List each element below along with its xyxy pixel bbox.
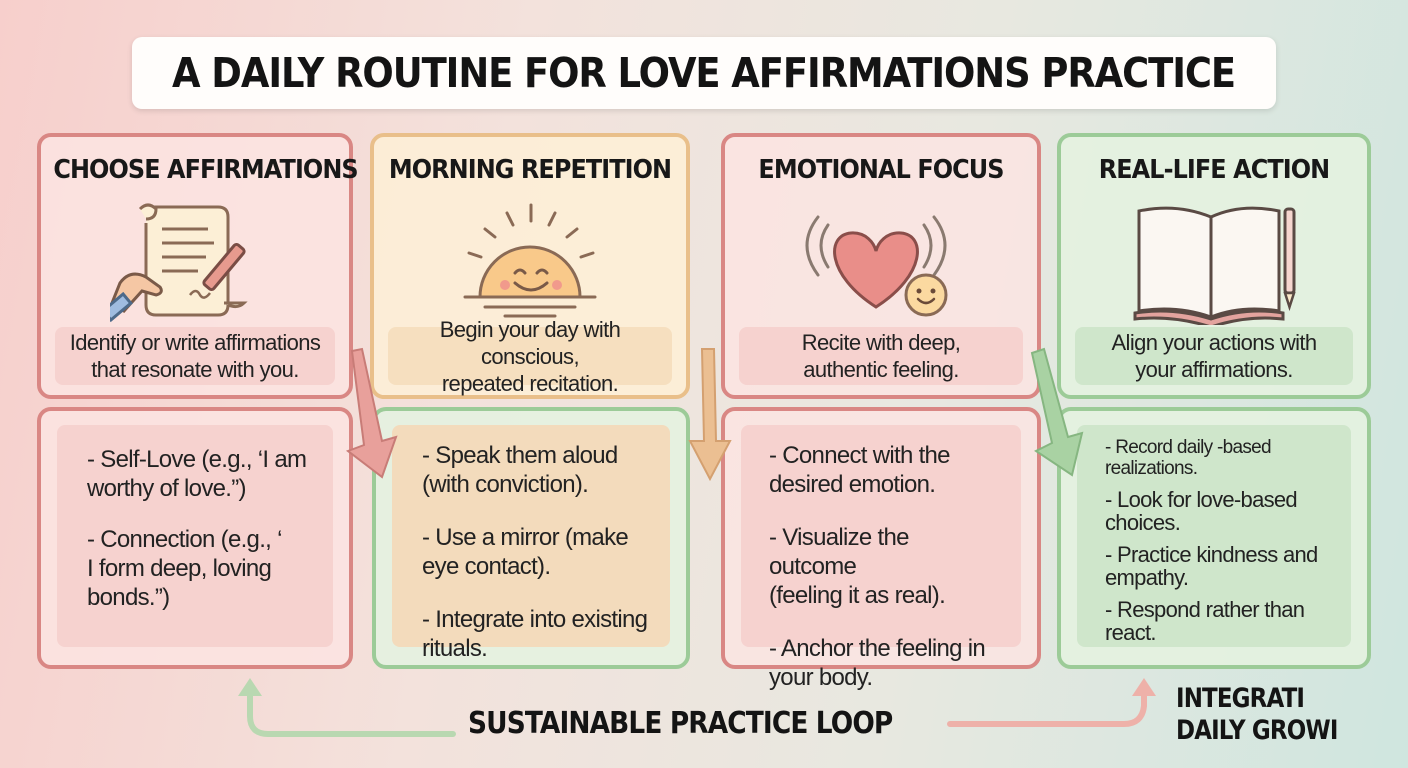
list-item: - Look for love-based choices. (1105, 487, 1298, 535)
flow-arrow-icon (688, 348, 732, 482)
step-description: Align your actions with your affirmation… (1075, 327, 1353, 385)
loop-caption: SUSTAINABLE PRACTICE LOOP (468, 706, 893, 741)
step-description: Recite with deep, authentic feeling. (739, 327, 1023, 385)
step-heading: MORNING REPETITION (388, 155, 672, 185)
step-card-choose-affirmations: CHOOSE AFFIRMATIONS Identify or write af… (37, 133, 359, 399)
list-item: - Record daily -based realizations. (1105, 437, 1272, 479)
step-card-emotional-focus: EMOTIONAL FOCUS Recite with deep, authen… (721, 133, 1041, 399)
list-item: - Anchor the feeling in your body. (769, 635, 986, 691)
flow-arrow-icon (345, 347, 398, 479)
list-item: - Visualize the outcome (feeling it as r… (769, 524, 946, 609)
step-card-real-life-action: REAL-LIFE ACTION Align your actions with… (1057, 133, 1371, 399)
loop-arrow-icon (238, 678, 1156, 737)
list-item: - Use a mirror (make eye contact). (422, 524, 629, 580)
list-item: - Connect with the desired emotion. (769, 442, 951, 498)
step-description: Identify or write affirmations that reso… (55, 327, 335, 385)
heart-smiley-icon (805, 215, 948, 317)
sunrise-icon (463, 203, 597, 318)
list-item: - Respond rather than react. (1105, 597, 1305, 645)
open-journal-icon (1133, 206, 1296, 325)
step-card-morning-repetition: MORNING REPETITION Begin your day with c… (370, 133, 690, 399)
title-banner: A DAILY ROUTINE FOR LOVE AFFIRMATIONS PR… (132, 37, 1276, 109)
scroll-pen-icon (110, 203, 248, 323)
detail-box-real-life-action: - Record daily -based realizations. - Lo… (1057, 407, 1371, 669)
detail-box-choose-affirmations: - Self-Love (e.g., ‘I am worthy of love.… (37, 407, 353, 669)
page-title: A DAILY ROUTINE FOR LOVE AFFIRMATIONS PR… (172, 49, 1237, 97)
step-heading: CHOOSE AFFIRMATIONS (53, 155, 358, 185)
step-heading: EMOTIONAL FOCUS (758, 155, 1004, 185)
list-item: - Integrate into existing rituals. (422, 606, 648, 662)
detail-box-morning-repetition: - Speak them aloud (with conviction). - … (372, 407, 690, 669)
flow-arrow-icon (1030, 347, 1084, 477)
list-item: - Connection (e.g., ‘ I form deep, lovin… (87, 526, 282, 611)
list-item: - Self-Love (e.g., ‘I am worthy of love.… (87, 446, 307, 502)
corner-label: INTEGRATI DAILY GROWI (1176, 683, 1338, 746)
list-item: - Practice kindness and empathy. (1105, 542, 1318, 590)
step-description: Begin your day with conscious, repeated … (388, 317, 672, 396)
step-heading: REAL-LIFE ACTION (1098, 155, 1330, 185)
detail-box-emotional-focus: - Connect with the desired emotion. - Vi… (721, 407, 1041, 691)
list-item: - Speak them aloud (with conviction). (422, 442, 618, 498)
